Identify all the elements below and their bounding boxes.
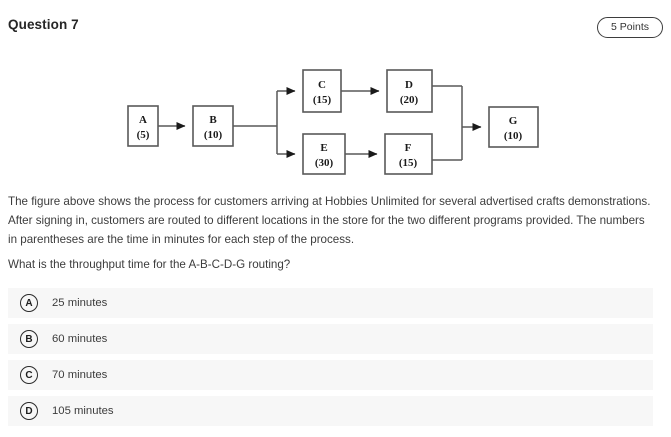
answer-option-b[interactable]: B 60 minutes	[8, 324, 653, 354]
answer-option-d[interactable]: D 105 minutes	[8, 396, 653, 426]
node-c: C (15)	[302, 69, 342, 113]
answer-option-c[interactable]: C 70 minutes	[8, 360, 653, 390]
answer-text-d: 105 minutes	[52, 405, 114, 417]
node-b-letter: B	[209, 114, 217, 126]
process-flow-diagram: A (5) B (10) C (15) D (20) E (30)	[127, 69, 539, 175]
node-d-time: (20)	[400, 94, 419, 106]
answer-text-c: 70 minutes	[52, 369, 108, 381]
node-a: A (5)	[127, 105, 159, 147]
question-header: Question 7 5 Points	[0, 0, 671, 48]
answer-letter-d: D	[20, 402, 38, 420]
node-a-letter: A	[139, 114, 147, 126]
node-c-letter: C	[318, 79, 326, 91]
node-f-letter: F	[405, 142, 412, 154]
figure-description: The figure above shows the process for c…	[8, 195, 651, 246]
node-a-time: (5)	[137, 129, 150, 141]
node-g-time: (10)	[504, 130, 523, 142]
points-badge: 5 Points	[597, 17, 663, 38]
question-prompt: What is the throughput time for the A-B-…	[8, 258, 291, 271]
node-e-letter: E	[320, 142, 327, 154]
process-flow-figure: A (5) B (10) C (15) D (20) E (30)	[0, 52, 671, 187]
node-b-time: (10)	[204, 129, 223, 141]
node-e: E (30)	[302, 133, 346, 175]
node-d: D (20)	[386, 69, 433, 113]
answer-text-b: 60 minutes	[52, 333, 108, 345]
answer-option-a[interactable]: A 25 minutes	[8, 288, 653, 318]
node-g: G (10)	[488, 106, 539, 148]
answer-text-a: 25 minutes	[52, 297, 108, 309]
page-title: Question 7	[8, 17, 79, 32]
answer-letter-b: B	[20, 330, 38, 348]
answer-options: A 25 minutes B 60 minutes C 70 minutes D…	[8, 288, 653, 432]
node-e-time: (30)	[315, 157, 334, 169]
node-g-letter: G	[509, 115, 518, 127]
node-c-time: (15)	[313, 94, 332, 106]
node-f: F (15)	[384, 133, 433, 175]
answer-letter-c: C	[20, 366, 38, 384]
answer-letter-a: A	[20, 294, 38, 312]
node-d-letter: D	[405, 79, 413, 91]
node-f-time: (15)	[399, 157, 418, 169]
node-b: B (10)	[192, 105, 234, 147]
